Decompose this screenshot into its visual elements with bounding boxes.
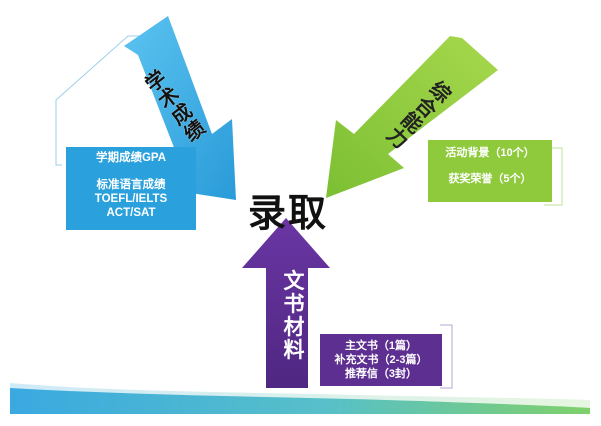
ability-arrow [326, 36, 498, 198]
academic-line: 标准语言成绩 [96, 179, 166, 191]
documents-info-box: 主文书（1篇） 补充文书（2-3篇） 推荐信（3封） [320, 334, 442, 386]
academic-line: ACT/SAT [106, 207, 156, 219]
bottom-wave [10, 383, 590, 414]
academic-line: 学期成绩GPA [95, 152, 167, 164]
ability-line: 获奖荣誉（5个） [448, 173, 532, 185]
documents-line: 补充文书（2-3篇） [334, 354, 428, 366]
connector-lines [55, 35, 563, 389]
admission-title: 录取 [247, 190, 328, 235]
academic-info-box: 学期成绩GPA 标准语言成绩 TOEFL/IELTS ACT/SAT [66, 147, 196, 230]
documents-line: 主文书（1篇） [344, 340, 418, 352]
documents-arrow [242, 218, 330, 388]
ability-info-box: 活动背景（10个） 获奖荣誉（5个） [428, 140, 552, 202]
academic-arrow [124, 16, 236, 200]
documents-line: 推荐信（3封） [344, 368, 418, 380]
academic-line: TOEFL/IELTS [94, 193, 168, 205]
ability-line: 活动背景（10个） [445, 147, 535, 159]
documents-arrow-label: 文书材料 [283, 270, 305, 362]
